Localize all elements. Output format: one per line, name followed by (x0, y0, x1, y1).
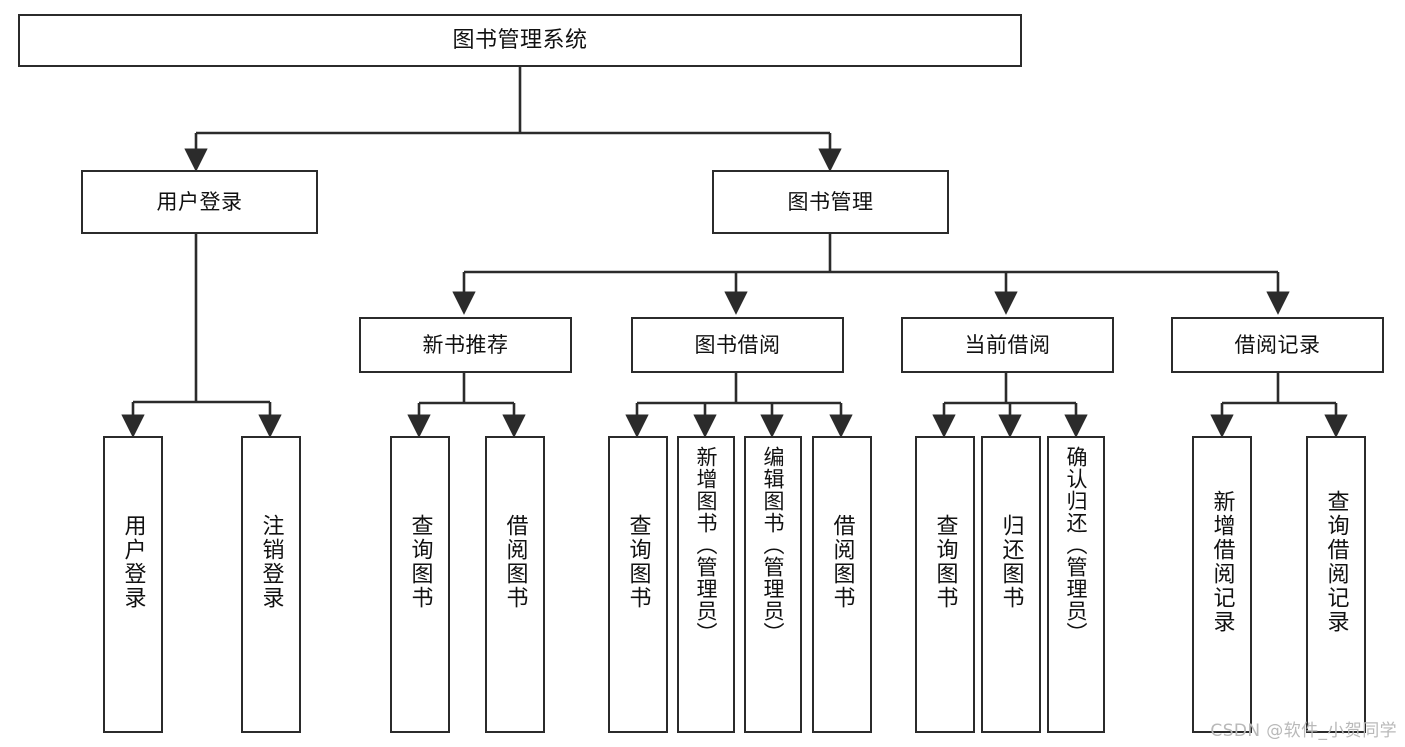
node-new-book-recommend[interactable]: 新书推荐 (359, 317, 572, 373)
node-leaf-add-borrow-record-label: 新增借阅记录 (1209, 490, 1235, 634)
node-new-book-recommend-label: 新书推荐 (422, 332, 509, 357)
node-user-login-label: 用户登录 (156, 189, 243, 214)
node-leaf-user-login-label: 用户登录 (120, 514, 146, 610)
node-leaf-user-login[interactable]: 用户登录 (103, 436, 163, 733)
node-leaf-query-book-borrow[interactable]: 查询图书 (608, 436, 668, 733)
node-leaf-confirm-return-admin-label: 确认归还（管理员） (1064, 446, 1089, 644)
node-leaf-return-book-label: 归还图书 (998, 514, 1024, 610)
node-current-borrow-label: 当前借阅 (964, 332, 1051, 357)
node-leaf-add-book-admin[interactable]: 新增图书（管理员） (677, 436, 735, 733)
node-borrow-record-label: 借阅记录 (1234, 332, 1321, 357)
node-leaf-edit-book-admin-label: 编辑图书（管理员） (761, 446, 786, 644)
node-leaf-query-book-borrow-label: 查询图书 (625, 514, 651, 610)
node-leaf-borrow-book[interactable]: 借阅图书 (812, 436, 872, 733)
node-leaf-add-borrow-record[interactable]: 新增借阅记录 (1192, 436, 1252, 733)
node-leaf-logout-label: 注销登录 (258, 514, 284, 610)
watermark-csdn: CSDN @软件_小贺同学 (1210, 721, 1397, 741)
node-root-book-management-system[interactable]: 图书管理系统 (18, 14, 1022, 67)
node-leaf-query-borrow-record[interactable]: 查询借阅记录 (1306, 436, 1366, 733)
node-user-login[interactable]: 用户登录 (81, 170, 318, 234)
node-leaf-edit-book-admin[interactable]: 编辑图书（管理员） (744, 436, 802, 733)
node-book-management-label: 图书管理 (787, 189, 874, 214)
node-leaf-query-book-current-label: 查询图书 (932, 514, 958, 610)
node-current-borrow[interactable]: 当前借阅 (901, 317, 1114, 373)
node-leaf-query-book-recommend-label: 查询图书 (407, 514, 433, 610)
node-root-label: 图书管理系统 (452, 27, 588, 53)
node-leaf-borrow-book-label: 借阅图书 (829, 514, 855, 610)
node-leaf-logout[interactable]: 注销登录 (241, 436, 301, 733)
node-book-borrow-label: 图书借阅 (694, 332, 781, 357)
node-leaf-borrow-book-recommend-label: 借阅图书 (502, 514, 528, 610)
node-borrow-record[interactable]: 借阅记录 (1171, 317, 1384, 373)
node-leaf-return-book[interactable]: 归还图书 (981, 436, 1041, 733)
node-book-management[interactable]: 图书管理 (712, 170, 949, 234)
node-leaf-query-book-recommend[interactable]: 查询图书 (390, 436, 450, 733)
node-leaf-add-book-admin-label: 新增图书（管理员） (694, 446, 719, 644)
node-leaf-borrow-book-recommend[interactable]: 借阅图书 (485, 436, 545, 733)
node-leaf-confirm-return-admin[interactable]: 确认归还（管理员） (1047, 436, 1105, 733)
node-book-borrow[interactable]: 图书借阅 (631, 317, 844, 373)
node-leaf-query-book-current[interactable]: 查询图书 (915, 436, 975, 733)
node-leaf-query-borrow-record-label: 查询借阅记录 (1323, 490, 1349, 634)
